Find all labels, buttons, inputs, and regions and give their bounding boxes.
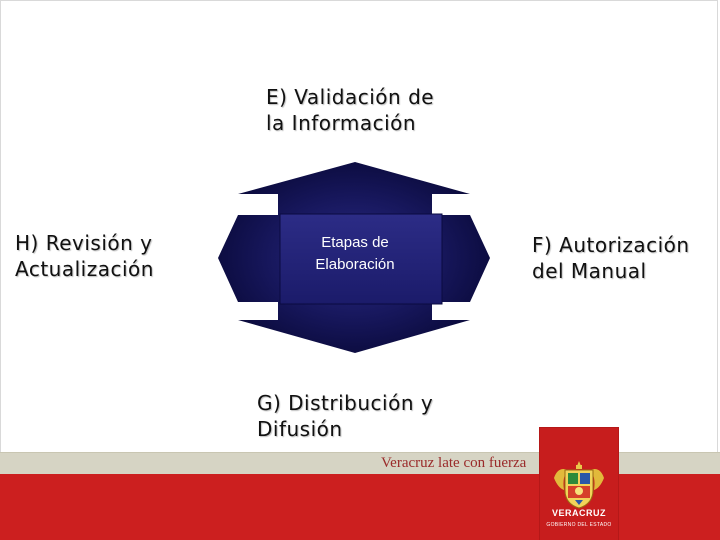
logo-subtitle: GOBIERNO DEL ESTADO <box>546 522 612 528</box>
stage-distribution-line-1: G) Distribución y <box>257 391 434 415</box>
stage-distribution-line-2: Difusión <box>257 417 343 441</box>
stage-authorization-line-2: del Manual <box>532 259 647 283</box>
stage-review-label: H) Revisión y Actualización <box>15 230 154 282</box>
center-label: Etapas de Elaboración <box>290 232 420 276</box>
center-label-line-1: Etapas de <box>321 234 389 251</box>
stage-distribution-label: G) Distribución y Difusión <box>257 390 433 442</box>
footer-tagline: Veracruz late con fuerza <box>381 455 527 471</box>
stage-review-line-2: Actualización <box>15 257 154 281</box>
center-box <box>279 213 443 305</box>
stage-validation-line-2: la Información <box>266 111 417 135</box>
stage-review-line-1: H) Revisión y <box>15 231 153 255</box>
stage-validation-label: E) Validación de la Información <box>266 84 434 136</box>
stage-validation-line-1: E) Validación de <box>266 85 435 109</box>
stage-authorization-label: F) Autorización del Manual <box>532 232 690 284</box>
logo-wordmark: VERACRUZ <box>551 508 606 518</box>
center-label-line-2: Elaboración <box>315 256 395 273</box>
stage-authorization-line-1: F) Autorización <box>532 233 690 257</box>
coat-of-arms-icon <box>554 461 604 509</box>
